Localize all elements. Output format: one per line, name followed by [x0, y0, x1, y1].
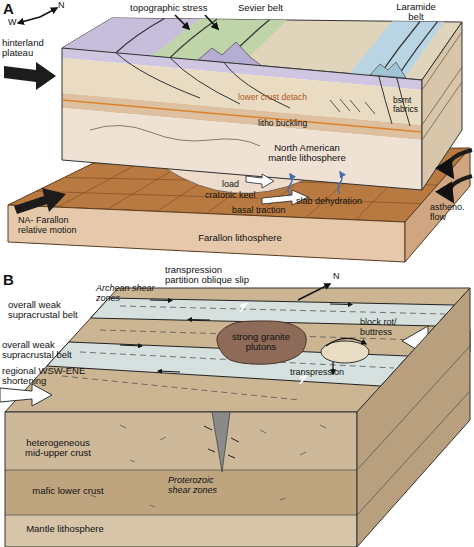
- texture-mark: [90, 425, 326, 507]
- stress-arrow: [205, 15, 218, 29]
- region-label: hinterland plateau: [2, 38, 57, 59]
- shortening-arrow: [0, 384, 52, 406]
- unit-label: overall weak supracrustal belt: [8, 300, 88, 321]
- node-text: heterogeneous mid-upper crust: [23, 438, 93, 459]
- side-layer-line: [357, 346, 470, 515]
- dehydration-arrow: [288, 174, 292, 196]
- rotation-arrow: [326, 338, 366, 346]
- slip-arrow: [158, 371, 180, 372]
- panel-letter: B: [3, 272, 14, 288]
- slip-arrow: [188, 319, 210, 321]
- plate-motion-arrow: [14, 188, 66, 214]
- compass-letter: N: [333, 272, 340, 282]
- node-text: Mantle lithosphere: [15, 524, 115, 534]
- buckling-wave: [90, 125, 260, 146]
- process-label: bsmt fabrics: [393, 96, 431, 114]
- pluton-blob: strong granite plutons: [212, 318, 310, 366]
- process-label: topographic stress: [130, 3, 208, 13]
- compass-arrow: [298, 284, 330, 300]
- plate-side-face: [422, 22, 462, 190]
- unit-label: overall weak supracrustal belt: [2, 340, 82, 361]
- lower-crust-band: mafic lower crust: [18, 485, 118, 498]
- upper-crust-layer: [5, 412, 357, 470]
- plateau-arrow: [4, 62, 56, 90]
- process-label: block rot/ buttress: [360, 318, 410, 337]
- lower-crust-layer: [5, 470, 357, 515]
- slab-band: Farallon lithosphere: [185, 232, 295, 245]
- stress-arrow: [175, 15, 189, 29]
- process-label: slab dehydration: [296, 197, 362, 207]
- process-label: astheno. flow: [430, 203, 474, 222]
- layer-boundary: [5, 470, 357, 515]
- feature-label: Proterozoic shear zones: [168, 476, 233, 495]
- process-label: transpression partition oblique slip: [165, 265, 253, 286]
- node-text: Farallon lithosphere: [190, 233, 290, 243]
- flow-arrow: [450, 176, 473, 200]
- mantle-layer: [5, 515, 357, 547]
- block-front-outline: [5, 412, 357, 547]
- process-label: load: [222, 180, 239, 190]
- fault-trace: [116, 53, 410, 126]
- node-text: mafic lower crust: [23, 486, 113, 496]
- process-label: transpression: [290, 368, 344, 378]
- basement-fabric: [330, 99, 375, 114]
- slip-arrow: [150, 300, 172, 302]
- plate-front-outline: [62, 48, 422, 190]
- process-label: litho buckling: [258, 119, 307, 128]
- belt-label: Laramide belt: [392, 2, 440, 23]
- process-label: NA- Farallon relative motion: [18, 216, 96, 235]
- process-label: lower crust detach: [238, 93, 307, 102]
- compass-letter: W: [8, 18, 17, 28]
- load-arrow: [246, 174, 274, 188]
- shear-sense-mark: [204, 426, 239, 458]
- feature-label: cratonic keel: [205, 191, 256, 201]
- belt-label: Sevier belt: [238, 3, 283, 13]
- slip-arrow: [330, 304, 352, 306]
- slip-arrow: [120, 345, 142, 346]
- crust-band: heterogeneous mid-upper crust: [18, 436, 98, 460]
- slab-front-face: [8, 205, 405, 262]
- detachment-line: [62, 100, 422, 132]
- process-label: basal traction: [232, 206, 286, 216]
- compass-letter: N: [58, 1, 65, 11]
- pluton-shape: [217, 321, 306, 364]
- mantle-band: North American mantle lithosphere: [262, 141, 352, 165]
- side-layer-line: [422, 32, 462, 140]
- node-text: strong granite plutons: [217, 332, 305, 353]
- mantle-band: Mantle lithosphere: [10, 523, 120, 536]
- shear-zone-symbol: [212, 412, 230, 472]
- flow-arrow: [449, 150, 472, 176]
- compass-arrow: [18, 17, 40, 23]
- process-label: regional WSW-ENE shortening: [2, 366, 97, 387]
- dehydration-arrow: [338, 172, 342, 194]
- mantle-layer: [62, 108, 422, 190]
- node-text: North American mantle lithosphere: [267, 143, 347, 164]
- panel-letter: A: [3, 1, 14, 17]
- block-side-face: [357, 288, 470, 547]
- compass-arrow: [40, 8, 57, 17]
- feature-label: Archean shear zones: [96, 284, 156, 303]
